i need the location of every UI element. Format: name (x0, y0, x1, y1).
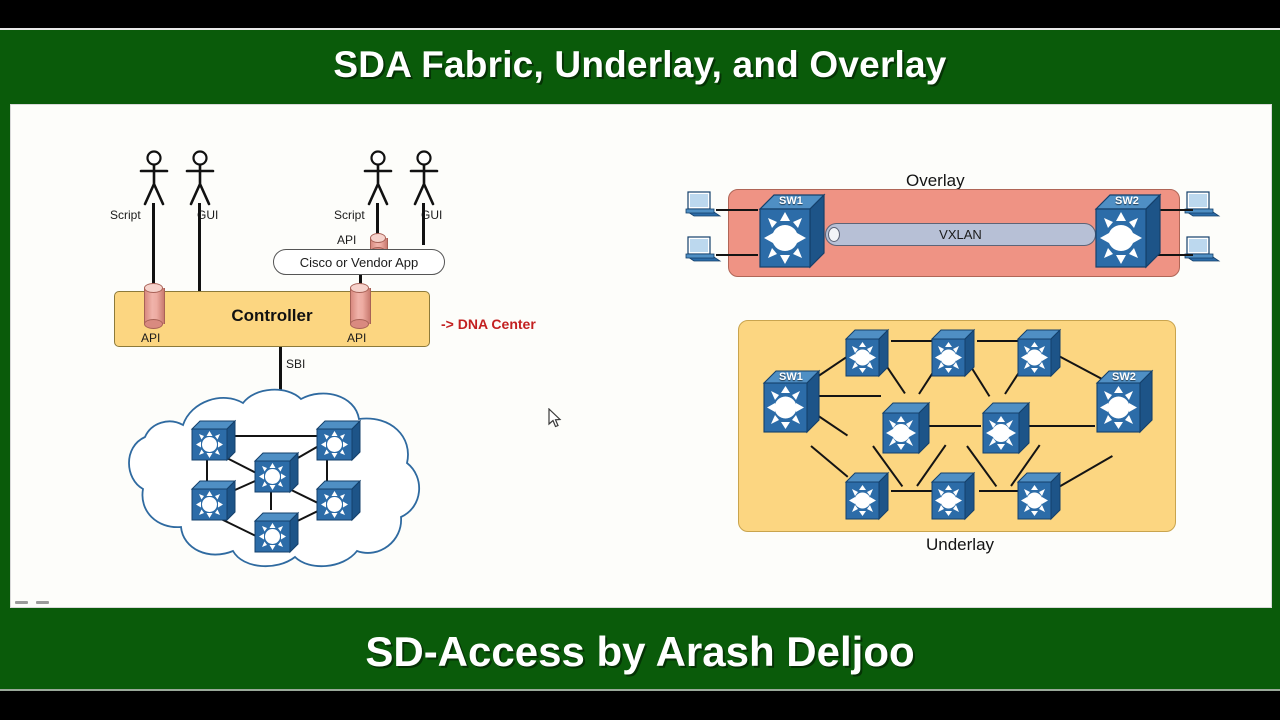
cloud-link-1 (226, 435, 324, 437)
label-gui-1: GUI (197, 208, 219, 222)
api-cylinder-controller-left (144, 283, 165, 329)
vxlan-tunnel-cap (828, 227, 840, 242)
overlay-switch-sw1 (758, 193, 826, 269)
label-script-2: Script (334, 208, 365, 222)
underlay-switch-sw2 (1095, 369, 1154, 434)
vendor-app-label: Cisco or Vendor App (299, 254, 419, 270)
underlay-link-18 (891, 490, 941, 492)
label-script-1: Script (110, 208, 141, 222)
slide-title-bottom: SD-Access by Arash Deljoo (365, 628, 915, 675)
underlay-switch-bot-1 (844, 471, 890, 521)
ghost-marks (15, 591, 57, 607)
vxlan-label: VXLAN (939, 227, 982, 242)
mouse-cursor (548, 408, 562, 428)
cloud-switch-5 (315, 479, 361, 522)
label-api-controller-left: API (141, 331, 161, 345)
underlay-link-4 (891, 340, 947, 342)
cloud-switch-4 (190, 479, 236, 522)
cloud-switch-6 (253, 511, 299, 554)
slide-title-top: SDA Fabric, Underlay, and Overlay (333, 44, 947, 85)
host-pc-overlay-right-2 (1184, 236, 1221, 262)
vxlan-tunnel: VXLAN (825, 223, 1096, 246)
overlay-host-link-r2 (1151, 254, 1193, 256)
underlay-switch-top-3 (1016, 328, 1062, 378)
label-api-app: API (337, 233, 357, 247)
underlay-switch-bot-2 (930, 471, 976, 521)
cloud-switch-2 (315, 419, 361, 462)
controller-label: Controller (231, 306, 313, 325)
host-pc-overlay-left-1 (685, 191, 722, 217)
overlay-switch-sw2 (1094, 193, 1162, 269)
underlay-switch-top-1 (844, 328, 890, 378)
overlay-host-link-l1 (716, 209, 758, 211)
overlay-host-link-r1 (1151, 209, 1193, 211)
overlay-host-link-l2 (716, 254, 758, 256)
slide-content-canvas: Script GUI Script GUI API Cisco or Vendo… (10, 104, 1272, 608)
host-pc-overlay-left-2 (685, 236, 722, 262)
cloud-switch-3 (253, 451, 299, 494)
host-pc-overlay-right-1 (1184, 191, 1221, 217)
cisco-or-vendor-app-box[interactable]: Cisco or Vendor App (273, 249, 445, 275)
line-gui2-to-app (422, 203, 425, 245)
underlay-link-11 (911, 425, 981, 427)
stick-figure-script-2 (363, 150, 393, 206)
underlay-title: Underlay (926, 535, 995, 554)
underlay-switch-mid-1 (881, 401, 931, 455)
underlay-link-12 (1011, 425, 1095, 427)
underlay-switch-sw1 (762, 369, 821, 434)
underlay-link-19 (979, 490, 1033, 492)
line-script2-to-app (376, 203, 379, 245)
label-api-controller-right: API (347, 331, 367, 345)
cloud-switch-1 (190, 419, 236, 462)
stick-figure-gui-2 (409, 150, 439, 206)
label-gui-2: GUI (421, 208, 443, 222)
underlay-link-5 (977, 340, 1033, 342)
api-cylinder-controller-right (350, 283, 371, 329)
stick-figure-gui-1 (185, 150, 215, 206)
controller-box[interactable]: Controller (114, 291, 430, 347)
line-gui1-to-controller (198, 203, 201, 295)
underlay-switch-mid-2 (981, 401, 1031, 455)
underlay-link-3 (811, 395, 881, 397)
line-sbi (279, 347, 282, 395)
line-script1-to-controller (152, 203, 155, 295)
underlay-switch-bot-3 (1016, 471, 1062, 521)
overlay-title: Overlay (906, 171, 965, 190)
stick-figure-script-1 (139, 150, 169, 206)
label-sbi: SBI (286, 357, 306, 371)
dna-center-annotation: -> DNA Center (441, 316, 536, 332)
underlay-switch-top-2 (930, 328, 976, 378)
